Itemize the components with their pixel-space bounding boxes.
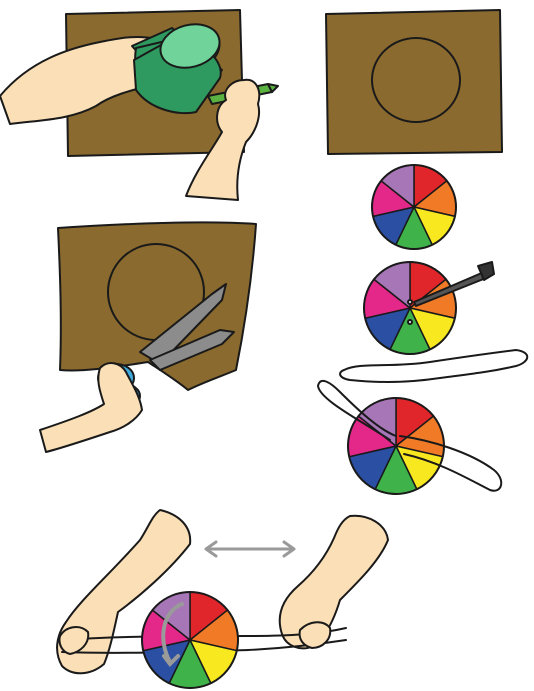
cardboard-sheet xyxy=(326,10,502,154)
hand-with-scissors xyxy=(40,363,142,452)
color-wheel-small xyxy=(372,165,456,249)
double-arrow-icon xyxy=(206,542,294,556)
loose-string xyxy=(340,350,527,382)
step-poke-holes xyxy=(364,262,494,354)
step-spin-wheel xyxy=(57,510,388,688)
right-arm xyxy=(280,516,388,649)
step-trace-can xyxy=(0,10,278,200)
color-wheel-nail xyxy=(364,262,456,354)
step-cut-circle xyxy=(40,222,256,452)
color-wheel-spinning xyxy=(142,592,238,688)
step-thread-string xyxy=(318,381,501,494)
step-circle-drawn xyxy=(326,10,502,154)
